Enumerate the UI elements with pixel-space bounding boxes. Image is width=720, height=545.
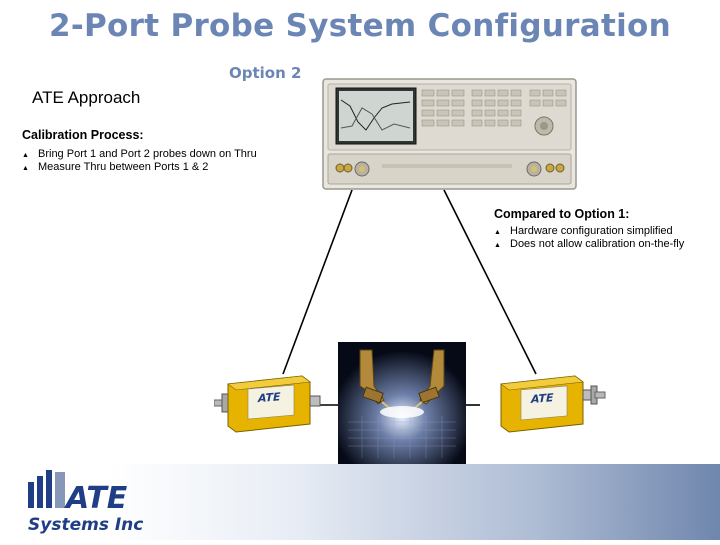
ate-logo-graphic: ATE Systems Inc — [0, 464, 150, 540]
left-ate-module-image: ATE — [214, 372, 322, 434]
network-analyzer-image — [322, 78, 577, 190]
logo-tagline-text: Systems Inc — [28, 515, 143, 535]
footer-gradient-bar — [108, 464, 720, 540]
right-ate-module-image: ATE — [497, 372, 607, 434]
probe-station-photo — [338, 342, 466, 464]
company-logo: ATE Systems Inc — [0, 464, 150, 540]
module-logo-text: ATE — [257, 390, 281, 405]
logo-brand-text: ATE — [64, 481, 128, 516]
module-logo-text: ATE — [530, 391, 554, 406]
